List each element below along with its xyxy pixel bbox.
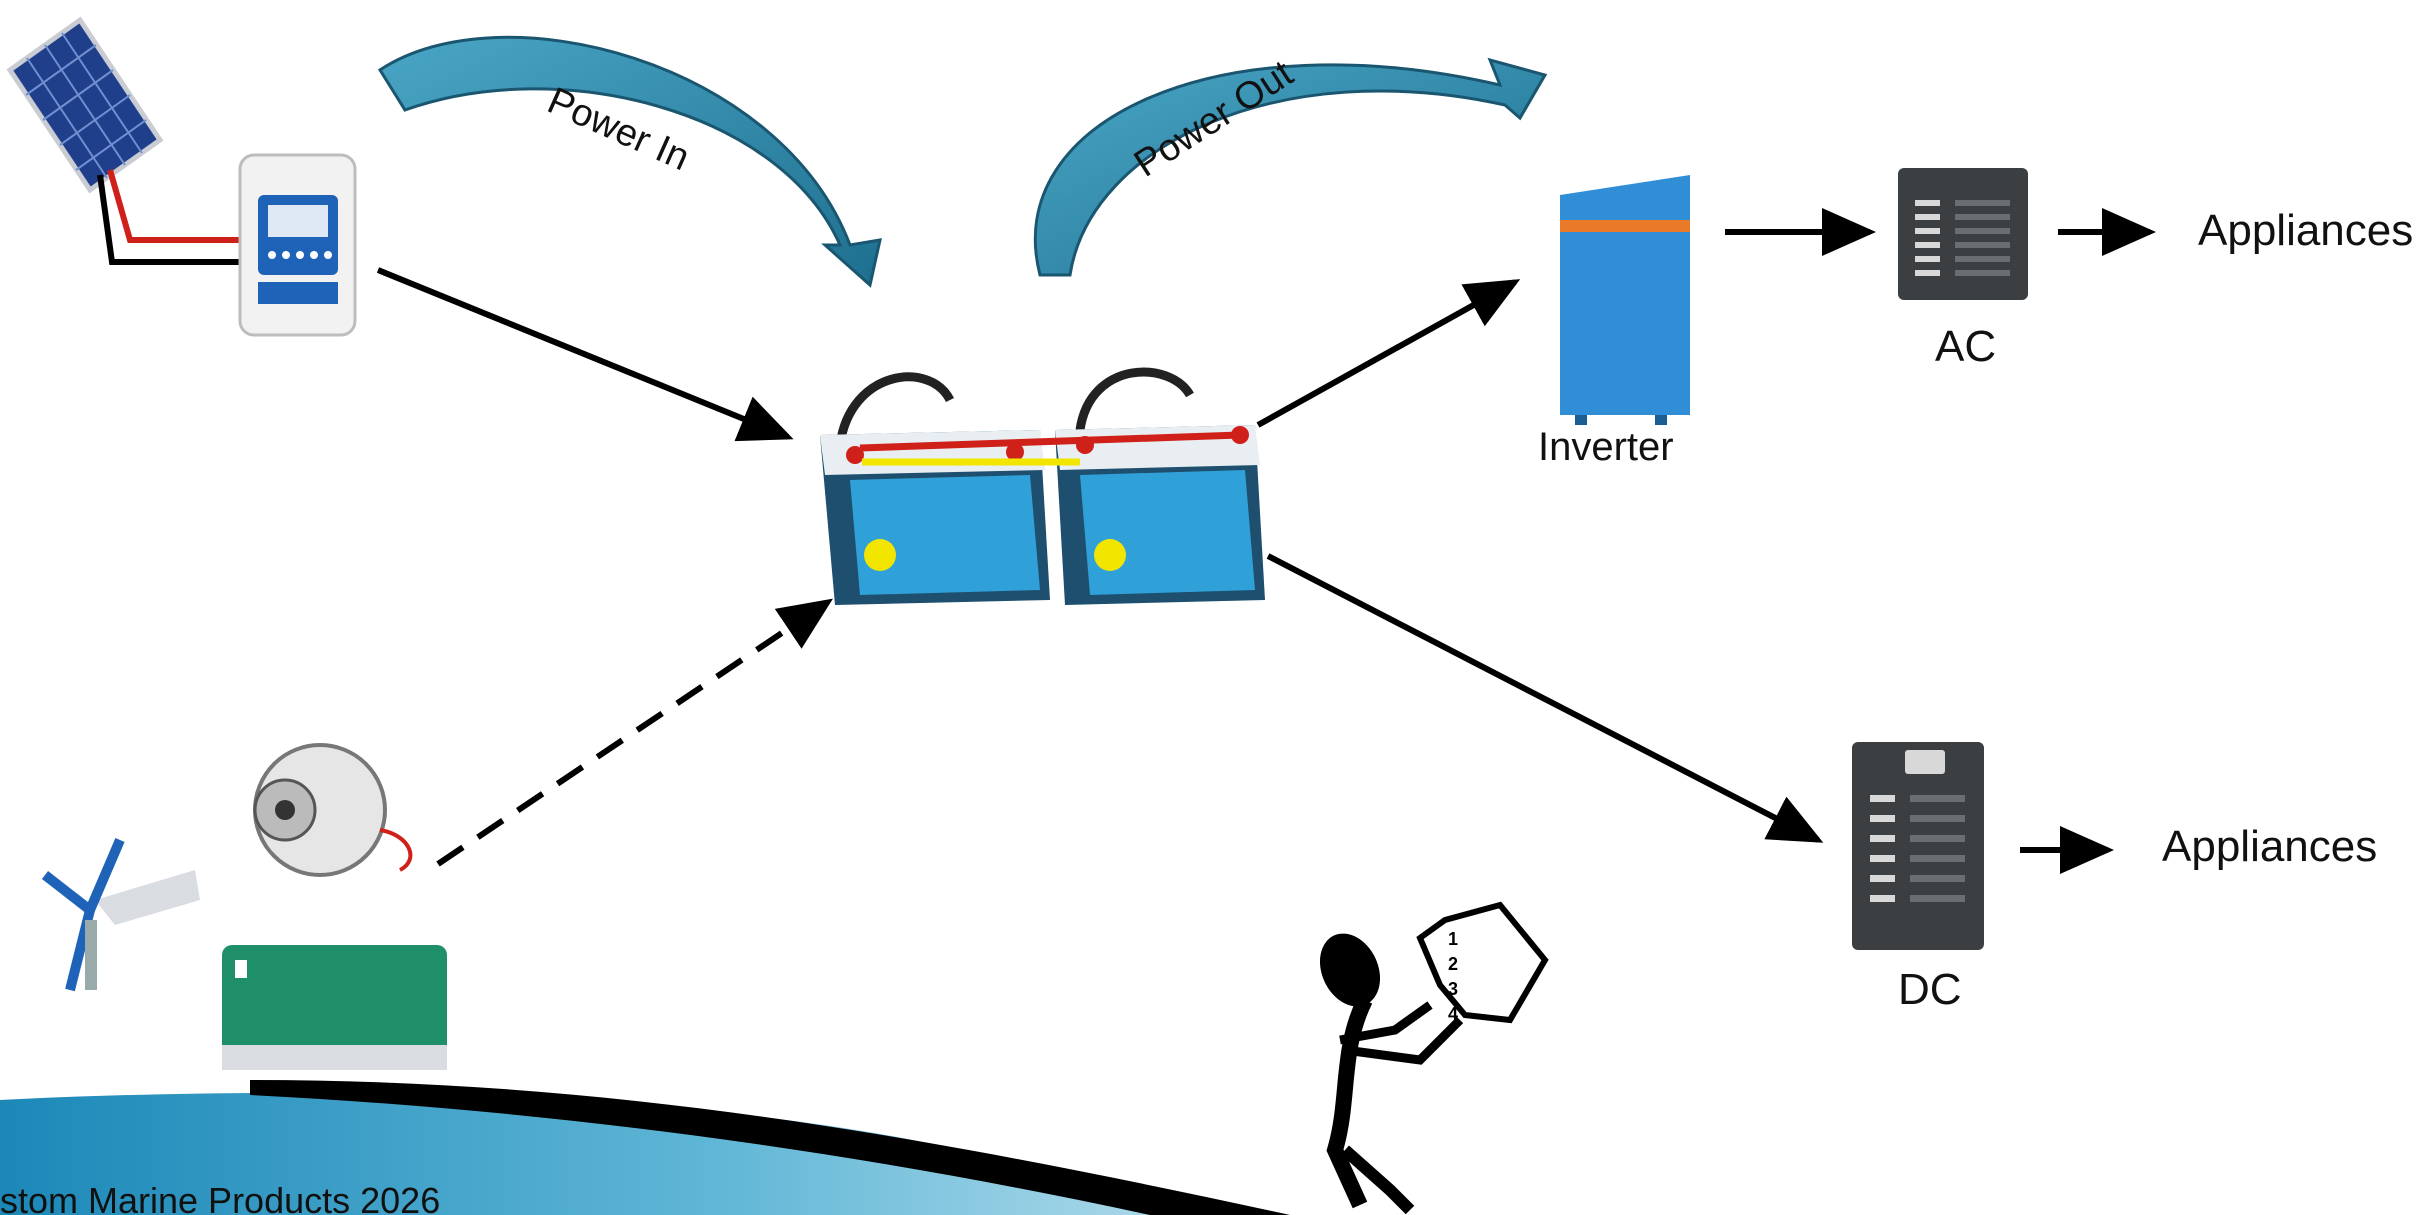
power-in-arc-arrow: [377, 35, 882, 288]
sign-number-4: 4: [1448, 1004, 1458, 1024]
alternator-icon: [253, 743, 413, 877]
appliances-ac-label: Appliances: [2198, 206, 2414, 255]
battery-to-inverter-arrow: [1256, 279, 1521, 428]
wind-generator-icon: [41, 838, 200, 992]
footer-band: [0, 1080, 1290, 1215]
genset-icon: [222, 945, 447, 1070]
battery-right-icon: [1055, 367, 1265, 605]
ac-panel-icon: [1898, 168, 2028, 300]
battery-left-icon: [820, 372, 1050, 605]
sign-number-2: 2: [1448, 954, 1458, 974]
controller-to-battery-arrow: [376, 267, 794, 442]
battery-to-dc-panel-arrow: [1266, 553, 1824, 843]
ac-label: AC: [1935, 322, 1997, 371]
power-out-arc-arrow: [1033, 57, 1548, 277]
dc-panel-icon: [1852, 742, 1984, 950]
generators-to-battery-dashed-arrow: [436, 598, 833, 867]
appliances-dc-label: Appliances: [2162, 822, 2378, 871]
footer-copyright: stom Marine Products 2026: [0, 1180, 441, 1215]
battery-bank-icon: [820, 367, 1265, 605]
sign-number-1: 1: [1448, 929, 1458, 949]
sign-number-3: 3: [1448, 979, 1458, 999]
inverter-icon: [1560, 175, 1690, 425]
charge-controller-icon: [238, 153, 357, 337]
dc-label: DC: [1898, 965, 1962, 1014]
solar-panel-icon: [6, 16, 245, 265]
inverter-label: Inverter: [1538, 425, 1674, 469]
stick-figure-with-list-icon: 1 2 3 4: [1319, 901, 1549, 1215]
